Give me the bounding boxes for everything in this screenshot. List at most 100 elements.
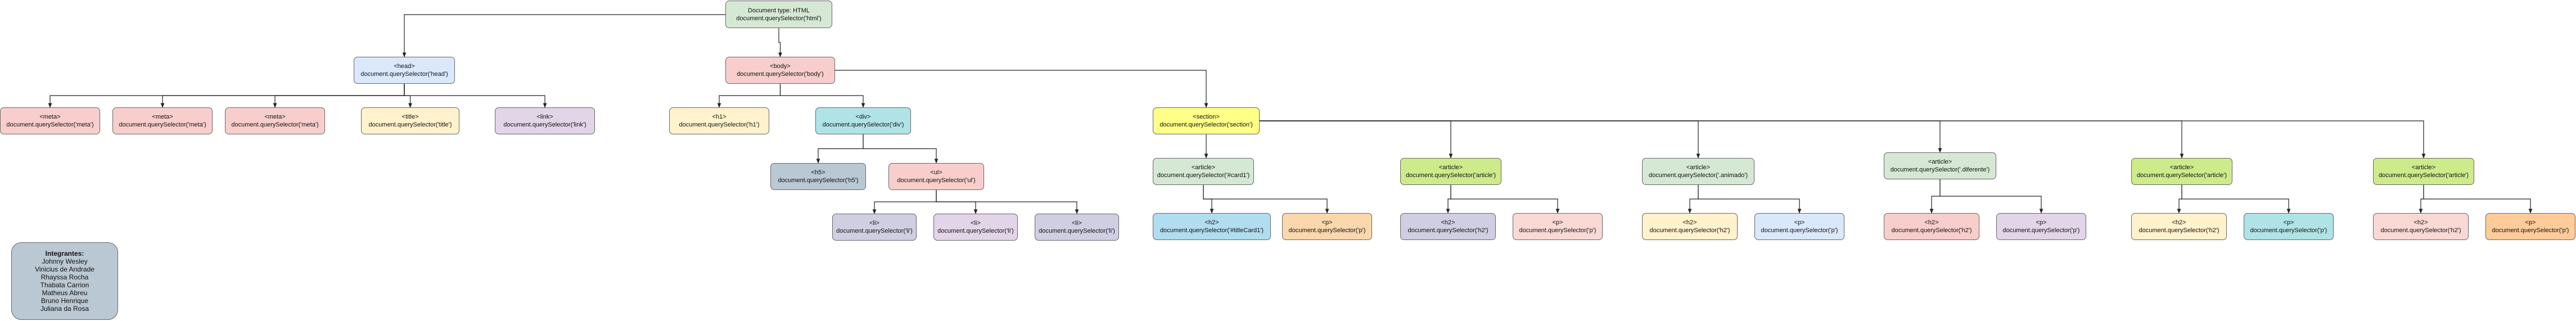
node-meta: <meta> document.querySelector('meta') (0, 107, 100, 134)
node-selector: document.querySelector('head') (360, 71, 448, 78)
node-article: <article> document.querySelector('articl… (1400, 158, 1501, 185)
connector-div-ul (863, 134, 939, 164)
connector-art2-art2_p (1450, 185, 1560, 214)
team-members-box: Integrantes: Johnny Wesley Vinicius de A… (11, 242, 118, 320)
node-selector: document.querySelector('p') (2492, 227, 2569, 234)
node-tag: <p> (2525, 219, 2536, 226)
node-p: <p> document.querySelector('p') (1996, 213, 2086, 240)
connector-art2-art2_h2 (1446, 185, 1451, 214)
node-tag: <h2> (2413, 219, 2428, 226)
team-member: Vinicius de Andrade (35, 265, 94, 273)
team-member: Johnny Wesley (42, 257, 88, 265)
node-tag: <article> (1438, 164, 1463, 171)
node-tag: <p> (1794, 219, 1805, 226)
node-link: <link> document.querySelector('link') (495, 107, 595, 134)
connector-section-art2 (1260, 120, 1453, 159)
node-tag: <li> (971, 220, 981, 227)
node-tag: <body> (770, 63, 791, 70)
team-member: Rhayssa Rocha (40, 273, 89, 281)
team-member: Matheus Abreu (42, 289, 88, 297)
node-selector: document.querySelector('h2') (2380, 227, 2461, 234)
connector-head-meta3 (273, 84, 405, 108)
node-tag: <h2> (1441, 219, 1455, 226)
node-li: <li> document.querySelector('li') (832, 214, 917, 241)
node-tag: Document type: HTML (747, 7, 810, 14)
node-selector: document.querySelector('h2') (1407, 227, 1488, 234)
node-article-diferente: <article> document.querySelector('.difer… (1884, 152, 1996, 179)
node-tag: <article> (2169, 164, 2194, 171)
node-section: <section> document.querySelector('sectio… (1153, 107, 1260, 134)
node-h2: <h2> document.querySelector('h2') (1884, 213, 1979, 240)
node-selector: document.querySelector('meta') (119, 121, 206, 128)
node-tag: <p> (2283, 219, 2294, 226)
connector-art3-art3_h2 (1688, 185, 1699, 214)
node-tag: <article> (2411, 164, 2436, 171)
node-p: <p> document.querySelector('p') (1282, 213, 1372, 240)
connector-art6-art6_p (2423, 185, 2533, 214)
node-tag: <h1> (712, 114, 727, 120)
node-tag: <h2> (1924, 219, 1939, 226)
node-selector: document.querySelector('h5') (778, 177, 859, 184)
node-selector: document.querySelector('h2') (2139, 227, 2219, 234)
node-selector: document.querySelector('body') (737, 71, 824, 78)
node-document-html: Document type: HTML document.querySelect… (725, 1, 832, 28)
connector-art5-art5_h2 (2177, 185, 2182, 214)
node-title: <title> document.querySelector('title') (361, 107, 459, 134)
node-selector: document.querySelector('title') (368, 121, 452, 128)
connector-art4-art4_h2 (1929, 179, 1941, 214)
connector-root-body (778, 28, 782, 57)
node-p: <p> document.querySelector('p') (1513, 213, 1603, 240)
node-tag: <h2> (1204, 219, 1219, 226)
node-tag: <h2> (2172, 219, 2186, 226)
node-selector: document.querySelector('li') (836, 228, 913, 234)
node-article-animado: <article> document.querySelector('.anima… (1642, 158, 1754, 185)
node-article-card1: <article> document.querySelector('#card1… (1153, 158, 1254, 185)
node-selector: document.querySelector('article') (2378, 172, 2469, 179)
node-meta: <meta> document.querySelector('meta') (112, 107, 213, 134)
connector-art5-art5_p (2181, 185, 2291, 214)
connector-ul-li1 (872, 190, 937, 214)
node-tag: <meta> (39, 114, 61, 120)
node-h2: <h2> document.querySelector('h2') (1400, 213, 1496, 240)
node-tag: <title> (401, 114, 419, 120)
connector-art1-art1_p (1203, 185, 1329, 214)
node-tag: <meta> (264, 114, 286, 120)
connector-section-art6 (1260, 120, 2426, 159)
node-tag: <h2> (1682, 219, 1697, 226)
node-selector: document.querySelector('p') (2250, 227, 2327, 234)
node-selector: document.querySelector('#card1') (1157, 172, 1250, 179)
connector-ul-li3 (936, 190, 1079, 214)
node-tag: <p> (2036, 219, 2047, 226)
node-selector: document.querySelector('h1') (679, 121, 760, 128)
node-selector: document.querySelector('meta') (231, 121, 319, 128)
node-selector: document.querySelector('ul') (897, 177, 976, 184)
node-selector: document.querySelector('section') (1160, 121, 1253, 128)
node-tag: <meta> (152, 114, 173, 120)
node-selector: document.querySelector('li') (1039, 228, 1115, 234)
node-tag: <article> (1686, 164, 1711, 171)
node-selector: document.querySelector('h2') (1649, 227, 1730, 234)
node-selector: document.querySelector('p') (1761, 227, 1838, 234)
node-meta: <meta> document.querySelector('meta') (225, 107, 325, 134)
node-selector: document.querySelector('div') (822, 121, 904, 128)
node-h2: <h2> document.querySelector('h2') (2373, 213, 2469, 240)
connector-body-div (779, 84, 865, 108)
node-selector: document.querySelector('html') (736, 15, 822, 22)
node-tag: <ul> (930, 169, 942, 176)
node-tag: <p> (1321, 219, 1333, 226)
node-selector: document.querySelector('li') (937, 228, 1014, 234)
connector-body-section (835, 70, 1208, 108)
connector-section-art4 (1260, 120, 1942, 153)
node-selector: document.querySelector('.diferente') (1890, 166, 1990, 173)
node-tag: <article> (1191, 164, 1216, 171)
node-selector: document.querySelector('p') (1288, 227, 1366, 234)
connector-div-h5 (816, 134, 864, 164)
node-tag: <article> (1928, 159, 1952, 165)
connector-section-art5 (1260, 120, 2184, 159)
node-selector: document.querySelector('article') (2136, 172, 2227, 179)
connector-art6-art6_h2 (2419, 185, 2424, 214)
node-h5: <h5> document.querySelector('h5') (770, 163, 866, 190)
node-tag: <section> (1193, 114, 1220, 120)
connector-art3-art3_p (1698, 185, 1802, 214)
